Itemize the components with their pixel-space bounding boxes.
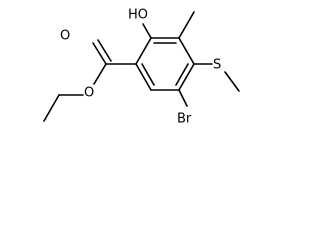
carbonyl-oxygen-label: O xyxy=(60,29,70,44)
bond-s-methyl xyxy=(224,71,240,92)
ring-double-bond-c5-c6 xyxy=(141,63,155,86)
hydroxyl-label: HO xyxy=(128,8,148,23)
bond-carbonyl-o-2 xyxy=(97,39,112,62)
ring-bond-c6-c1 xyxy=(135,37,152,65)
chemical-structure: HO S Br O O xyxy=(43,8,240,127)
bond-c1-oh xyxy=(142,23,152,39)
benzene-ring xyxy=(135,37,195,91)
bromine-label: Br xyxy=(177,112,192,127)
bond-carbonyl-ester-o xyxy=(93,63,107,85)
ring-bond-c5-c6 xyxy=(135,63,152,91)
bond-ethyl-methyl xyxy=(43,94,60,122)
ring-double-bond-c3-c4 xyxy=(175,63,189,86)
ester-oxygen-label: O xyxy=(84,86,94,101)
bond-c2-methyl xyxy=(178,11,195,39)
bond-c4-br xyxy=(178,89,188,107)
ring-bond-c2-c3 xyxy=(178,37,195,65)
bond-carbonyl-o-1 xyxy=(92,42,107,65)
sulfur-label: S xyxy=(213,58,221,73)
ring-bond-c3-c4 xyxy=(178,63,195,91)
